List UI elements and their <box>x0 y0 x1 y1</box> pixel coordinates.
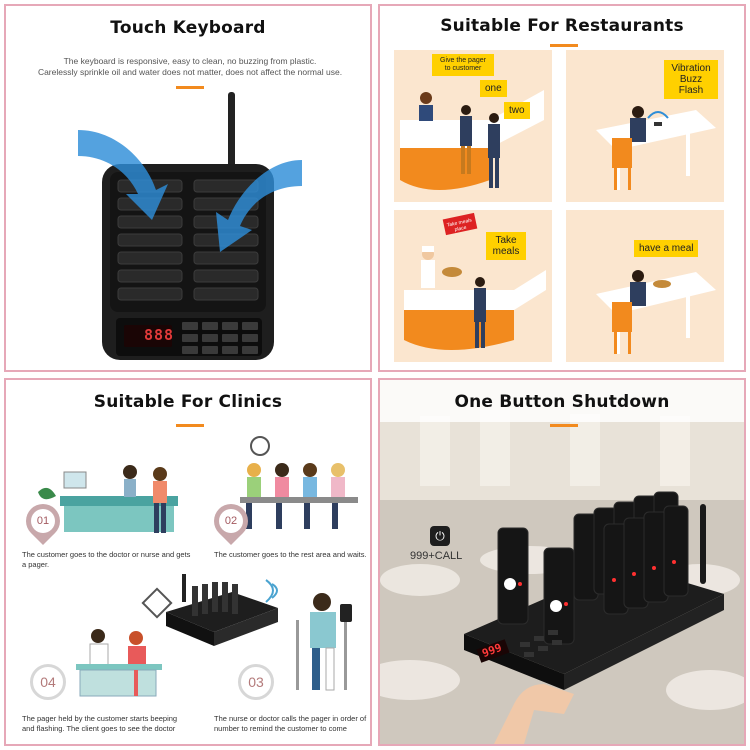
scene-vibration: Vibration Buzz Flash <box>566 50 724 202</box>
scene-have-meal: have a meal <box>566 210 724 362</box>
take-meals-illustration <box>404 212 546 350</box>
accent-dash <box>176 424 204 427</box>
call-label: 999+CALL <box>410 550 463 562</box>
step-caption-01-line1: The customer goes to the doctor or nurse… <box>22 550 191 559</box>
pager-base-illustration <box>166 574 278 646</box>
step-caption-03-line1: The nurse or doctor calls the pager in o… <box>214 714 367 723</box>
step-caption-01-line2: a pager. <box>22 560 50 569</box>
meal-illustration <box>596 270 716 354</box>
scene-take-meals: Take meals place Take meals <box>394 210 552 362</box>
waiting-area-illustration <box>240 463 358 529</box>
diner-illustration <box>596 106 716 190</box>
counter-illustration <box>400 90 544 190</box>
reception-illustration <box>38 465 178 533</box>
bubble-line-vibration: Vibration <box>671 63 711 74</box>
speech-bubble-take: Take meals <box>486 232 526 260</box>
pager-system-photo <box>464 491 724 744</box>
accent-dash <box>550 44 578 47</box>
bubble-line-flash: Flash <box>678 85 704 96</box>
clinics-panel: Suitable For Clinics 01 The customer goe… <box>4 378 372 746</box>
panel-title: One Button Shutdown <box>454 392 670 412</box>
step-number: 02 <box>219 509 243 533</box>
pager-base-illustration <box>78 92 302 360</box>
step-marker-04: 04 <box>30 664 66 700</box>
speech-bubble-two: two <box>504 102 530 119</box>
bubble-line-meals: meals <box>492 246 520 257</box>
step-caption-04-line1: The pager held by the customer starts be… <box>22 714 178 723</box>
accent-dash <box>550 424 578 427</box>
panel-title: Touch Keyboard <box>110 18 266 38</box>
speech-bubble-meal: have a meal <box>634 240 699 257</box>
accent-dash <box>176 86 204 89</box>
restaurants-panel: Suitable For Restaurants Give the pager … <box>378 4 746 372</box>
step-caption-02-line1: The customer goes to the rest area and w… <box>214 550 367 559</box>
bubble-line-buzz: Buzz <box>679 74 703 85</box>
wifi-signal-icon <box>265 579 278 603</box>
panel-description-line1: The keyboard is responsive, easy to clea… <box>63 56 317 66</box>
bubble-line-take: Take <box>495 235 517 246</box>
scene-give-pager: Give the pager to customer one two <box>394 50 552 202</box>
power-icon: ⏻ <box>435 529 445 543</box>
doctor-consult-illustration <box>76 629 162 697</box>
step-caption-04-line2: and flashing. The client goes to see the… <box>22 724 176 733</box>
step-number: 01 <box>31 509 55 533</box>
speech-bubble-give: Give the pager to customer <box>432 54 494 76</box>
step-marker-03: 03 <box>238 664 274 700</box>
panel-title: Suitable For Clinics <box>93 392 283 412</box>
keyboard-display: 888 <box>144 326 175 344</box>
speech-bubble-vibration: Vibration Buzz Flash <box>664 60 718 99</box>
step-caption-03-line2: number to remind the customer to come <box>214 724 347 733</box>
touch-keyboard-panel: Touch Keyboard The keyboard is responsiv… <box>4 4 372 372</box>
shutdown-panel: One Button Shutdown ⏻ 999+CALL 99 <box>378 378 746 746</box>
power-button[interactable]: ⏻ <box>430 526 450 546</box>
panel-title: Suitable For Restaurants <box>440 16 684 36</box>
title-band <box>380 380 744 422</box>
clock-icon <box>250 436 270 456</box>
speech-bubble-one: one <box>480 80 507 97</box>
panel-description-line2: Carelessly sprinkle oil and water does n… <box>37 67 343 77</box>
patient-crutches-illustration <box>296 593 352 691</box>
